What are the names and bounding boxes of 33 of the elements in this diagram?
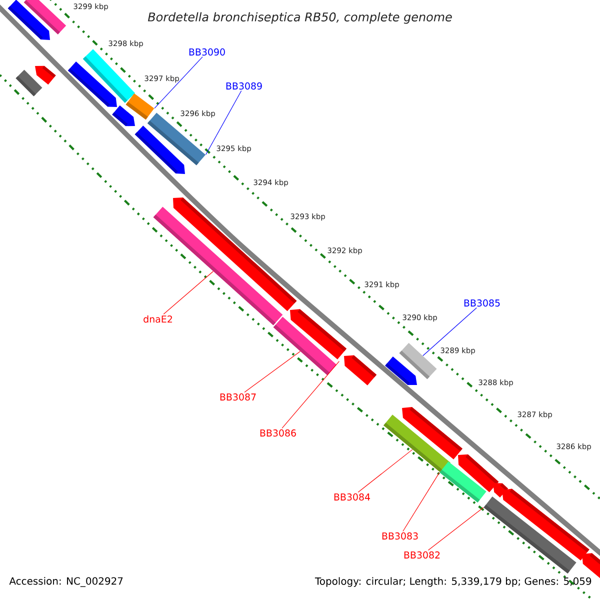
gene-label: BB3083 <box>382 532 418 540</box>
leader-line <box>154 56 203 109</box>
genome-info-text: Topology: circular; Length: 5,339,179 bp; Genes: 5,059 <box>314 577 592 587</box>
gene-block <box>384 414 450 474</box>
leader-line <box>282 361 340 429</box>
gene-block <box>16 70 42 96</box>
gene-label: BB3084 <box>334 493 370 501</box>
gene-block <box>344 355 377 386</box>
leader-line <box>206 90 242 155</box>
gene-label: BB3082 <box>404 551 440 559</box>
gene-block <box>68 62 117 107</box>
title: Bordetella bronchiseptica RB50, complete genome <box>148 12 452 24</box>
gene-label: BB3086 <box>260 429 296 437</box>
gene-block <box>273 316 337 376</box>
accession-text: Accession: NC_002927 <box>9 577 123 587</box>
gene-label: BB3090 <box>189 48 225 56</box>
gene-block <box>385 356 417 385</box>
gene-block <box>112 105 135 126</box>
leader-line <box>428 507 484 551</box>
gene-block <box>484 496 576 574</box>
leader-line <box>358 449 413 493</box>
gene-block <box>134 126 185 174</box>
gene-block <box>35 66 56 85</box>
gene-block <box>8 0 50 40</box>
leader-line <box>163 271 214 314</box>
gene-label: BB3089 <box>226 82 262 90</box>
gene-label: BB3085 <box>464 299 500 307</box>
gene-label: BB3087 <box>220 393 256 401</box>
leader-line <box>244 351 301 393</box>
leader-line <box>422 307 477 356</box>
leader-line <box>402 472 440 532</box>
gene-label: dnaE2 <box>144 315 172 323</box>
gene-block <box>440 462 486 502</box>
